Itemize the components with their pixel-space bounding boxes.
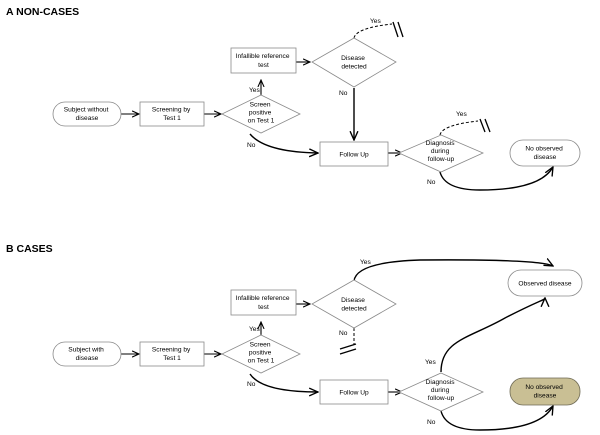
node-disease-detected-label: Disease detected: [341, 297, 367, 313]
edge-diagnosis-to-outcome: [439, 167, 553, 191]
edge-label-yes: Yes: [370, 18, 381, 25]
edge-label-yes: Yes: [249, 87, 260, 94]
stop-mark: [479, 118, 491, 133]
panel-a: A NON-CASES Yes No Yes No: [6, 6, 581, 191]
node-follow-up: Follow Up: [319, 379, 389, 405]
edge-label-yes: Yes: [425, 359, 436, 366]
node-screen-positive-label: Screen positive on Test 1: [248, 342, 275, 365]
edge-label-yes: Yes: [360, 259, 371, 266]
edge-label-no: No: [427, 419, 436, 426]
node-disease-detected: Disease detected: [311, 279, 397, 329]
stop-mark: [339, 343, 357, 355]
edge-label-yes: Yes: [249, 326, 260, 333]
node-screen-positive: Screen positive on Test 1: [221, 94, 301, 134]
edge-detected-to-observed: [353, 260, 553, 282]
node-no-observed-disease: No observed disease: [509, 139, 581, 167]
edge-diagnosis-yes-dashed: [439, 120, 479, 136]
node-follow-up-label: Follow Up: [339, 152, 369, 159]
edge-positive-to-followup: [249, 133, 318, 153]
panel-b-title: B CASES: [6, 243, 53, 255]
stop-mark: [392, 21, 404, 38]
node-reference-test-label: Infallible reference test: [236, 53, 292, 69]
node-start: Subject without disease: [52, 101, 122, 127]
panel-b: B CASES Yes No Yes No Yes No: [6, 243, 583, 431]
node-screen-positive-label: Screen positive on Test 1: [248, 102, 275, 125]
node-observed-disease-label: Observed disease: [518, 281, 571, 288]
edge-label-no: No: [247, 142, 256, 149]
node-start: Subject with disease: [52, 341, 122, 367]
edge-diagnosis-to-unobserved: [440, 406, 553, 431]
node-diagnosis-followup-label: Diagnosis during follow-up: [426, 379, 457, 402]
node-follow-up-label: Follow Up: [339, 390, 369, 397]
node-no-observed-disease-label: No observed disease: [525, 146, 564, 162]
edge-label-no: No: [339, 90, 348, 97]
node-no-observed-disease-label: No observed disease: [525, 384, 564, 400]
node-diagnosis-followup-label: Diagnosis during follow-up: [426, 140, 457, 163]
node-screening-label: Screening by Test 1: [152, 107, 192, 123]
node-screening-label: Screening by Test 1: [152, 347, 192, 363]
node-diagnosis-followup: Diagnosis during follow-up: [398, 134, 484, 173]
panel-a-edges: [121, 21, 553, 191]
node-disease-detected: Disease detected: [311, 37, 397, 88]
edge-detected-yes-dashed: [353, 23, 393, 39]
edge-label-no: No: [427, 179, 436, 186]
node-follow-up: Follow Up: [319, 141, 389, 167]
node-start-label: Subject without disease: [64, 107, 111, 123]
node-diagnosis-followup: Diagnosis during follow-up: [398, 372, 484, 412]
edge-label-no: No: [339, 330, 348, 337]
node-reference-test: Infallible reference test: [230, 47, 297, 74]
node-disease-detected-label: Disease detected: [341, 55, 367, 71]
node-screen-positive: Screen positive on Test 1: [221, 334, 301, 374]
node-screening: Screening by Test 1: [139, 101, 205, 127]
node-observed-disease: Observed disease: [507, 269, 583, 297]
edge-label-yes: Yes: [456, 111, 467, 118]
node-reference-test-label: Infallible reference test: [236, 295, 292, 311]
node-no-observed-disease: No observed disease: [509, 377, 581, 406]
panel-a-title: A NON-CASES: [6, 6, 79, 18]
edge-label-no: No: [247, 381, 256, 388]
edge-positive-to-followup: [249, 373, 318, 392]
edge-diagnosis-to-observed: [440, 298, 545, 373]
node-start-label: Subject with disease: [68, 347, 105, 363]
node-reference-test: Infallible reference test: [230, 289, 297, 316]
panel-b-edges: [121, 260, 553, 431]
node-screening: Screening by Test 1: [139, 341, 205, 367]
